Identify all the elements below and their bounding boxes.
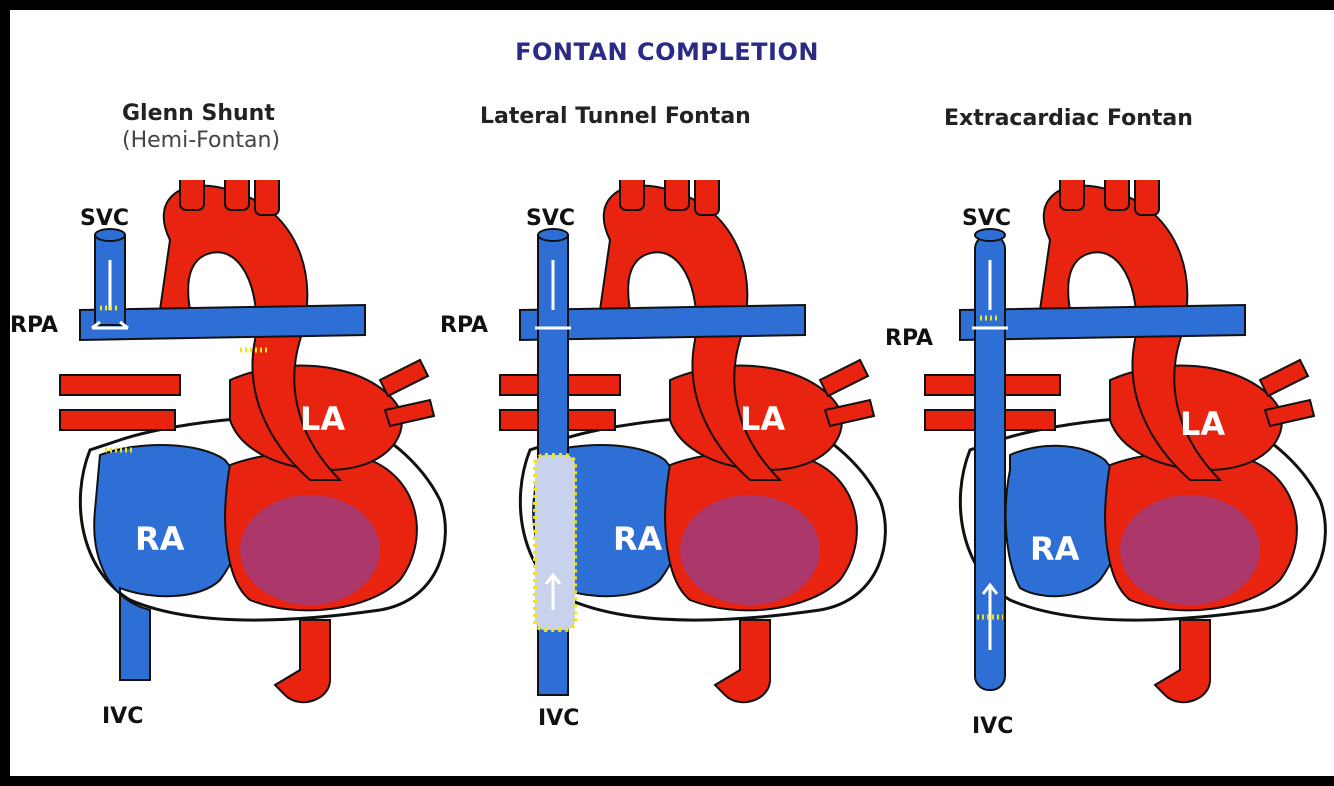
svc-label: SVC: [526, 206, 575, 231]
ivc-label: IVC: [102, 704, 143, 729]
descending-aorta: [1155, 620, 1210, 702]
rpa-label: RPA: [440, 313, 488, 338]
descending-aorta: [715, 620, 770, 702]
glenn-shunt-heart: SVC RPA LA RA IVC: [0, 180, 450, 740]
panel-2-heading: Lateral Tunnel Fontan: [480, 103, 751, 130]
lateral-tunnel-heart: SVC RPA LA RA IVC: [440, 180, 890, 740]
arch-branch: [225, 180, 249, 210]
descending-aorta: [275, 620, 330, 702]
la-label: LA: [300, 400, 345, 438]
arch-branch: [1105, 180, 1129, 210]
arch-branch: [695, 180, 719, 215]
ra-label: RA: [135, 520, 185, 558]
ra-label: RA: [613, 520, 663, 558]
mixing-zone: [240, 495, 380, 605]
la-label: LA: [1180, 405, 1225, 443]
right-atrium: [94, 445, 243, 680]
arch-branch: [620, 180, 644, 210]
page-title: FONTAN COMPLETION: [0, 38, 1334, 66]
extracardiac-heart: SVC RPA LA RA IVC: [880, 180, 1330, 740]
arch-branch: [180, 180, 204, 210]
panel-1-subtitle: (Hemi-Fontan): [122, 127, 280, 154]
mixing-zone: [680, 495, 820, 605]
arch-branch: [665, 180, 689, 210]
arch-branch: [255, 180, 279, 215]
ivc-label: IVC: [538, 706, 579, 731]
mixing-zone: [1120, 495, 1260, 605]
la-label: LA: [740, 400, 785, 438]
panel-1-title: Glenn Shunt: [122, 100, 280, 127]
arch-branch: [1060, 180, 1084, 210]
panel-3-heading: Extracardiac Fontan: [944, 105, 1193, 132]
arch-branch: [1135, 180, 1159, 215]
svc-label: SVC: [80, 206, 129, 231]
ivc-label: IVC: [972, 714, 1013, 739]
panel-1-heading: Glenn Shunt (Hemi-Fontan): [122, 100, 280, 154]
rpa-label: RPA: [885, 326, 933, 351]
rpa-label: RPA: [10, 313, 58, 338]
lateral-tunnel-baffle: [535, 455, 575, 630]
ra-label: RA: [1030, 530, 1080, 568]
svc-label: SVC: [962, 206, 1011, 231]
